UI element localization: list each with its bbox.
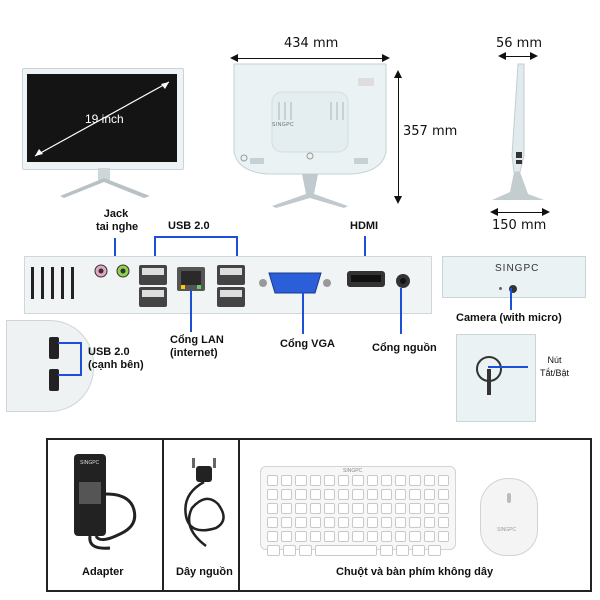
monitor-screen: 19 inch — [27, 74, 177, 162]
camera-connector — [510, 288, 512, 310]
depth-dimension: 56 mm — [496, 36, 543, 51]
power-button-panel — [456, 334, 536, 422]
diagonal-arrow-icon — [34, 81, 170, 157]
mouse-wheel — [507, 493, 511, 503]
monitor-size-label: 19 inch — [85, 112, 124, 126]
monitor-front-stand — [60, 168, 150, 198]
port-panel — [24, 256, 432, 314]
power-port-connector — [400, 288, 402, 334]
divider-2 — [238, 440, 240, 590]
base-line — [492, 212, 548, 213]
keyboard-mouse-label: Chuột và bàn phím không dây — [336, 566, 494, 578]
vga-connector — [302, 292, 304, 334]
side-usb-connector-top — [58, 342, 80, 344]
power-button-icon — [476, 356, 502, 395]
monitor-side — [492, 63, 544, 200]
keyboard-brand: SINGPC — [343, 468, 363, 474]
height-arrows — [394, 70, 402, 204]
height-line — [398, 72, 399, 202]
height-dimension: 357 mm — [403, 124, 458, 139]
side-usb-connector-v — [80, 342, 82, 376]
monitor-front: 19 inch — [22, 68, 184, 170]
adapter-image — [74, 454, 137, 550]
side-usb-inset — [6, 320, 94, 412]
camera-lens — [509, 285, 517, 293]
width-arrows — [230, 54, 390, 62]
width-line — [232, 58, 388, 59]
camera-panel: SINGPC — [442, 256, 586, 298]
depth-arrows — [498, 52, 538, 60]
camera-label: Camera (with micro) — [456, 312, 562, 324]
mouse-brand: SINGPC — [497, 527, 517, 533]
jack-connector — [114, 238, 116, 268]
jack-label: Jack tai nghe — [96, 208, 139, 233]
power-cord-image — [184, 458, 225, 547]
power-button-connector — [488, 366, 528, 368]
camera-logo: SINGPC — [495, 263, 540, 274]
monitor-back — [233, 63, 387, 208]
power-button-label: Nút Tắt/Bật — [540, 355, 570, 378]
usb-top-connector-h — [154, 236, 238, 238]
camera-mic — [499, 287, 502, 290]
vga-label: Cổng VGA — [280, 338, 335, 350]
power-cord-label: Dây nguồn — [176, 566, 233, 578]
port-panel-art — [31, 264, 410, 307]
usb-top-label: USB 2.0 — [168, 220, 210, 232]
side-usb-connector-bottom — [58, 374, 80, 376]
lan-connector — [190, 290, 192, 332]
side-usb-port-1 — [49, 337, 59, 359]
lan-label: Cổng LAN (internet) — [170, 334, 224, 359]
hdmi-connector — [364, 236, 366, 270]
power-port-label: Cổng nguồn — [372, 342, 437, 354]
depth-line — [500, 56, 536, 57]
side-usb-label: USB 2.0 (cạnh bên) — [88, 346, 144, 371]
side-usb-port-2 — [49, 369, 59, 391]
accessories-box: SINGPC Adapter Dây nguồn SINGPC SINGPC C… — [46, 438, 592, 592]
adapter-brand: SINGPC — [80, 460, 100, 466]
base-arrows — [490, 208, 550, 216]
base-dimension: 150 mm — [492, 218, 547, 233]
hdmi-label: HDMI — [350, 220, 379, 232]
back-logo: SINGPC — [272, 122, 295, 128]
divider-1 — [162, 440, 164, 590]
adapter-label: Adapter — [82, 566, 124, 578]
keyboard-image: SINGPC — [260, 466, 456, 556]
mouse-image: SINGPC — [480, 478, 538, 556]
